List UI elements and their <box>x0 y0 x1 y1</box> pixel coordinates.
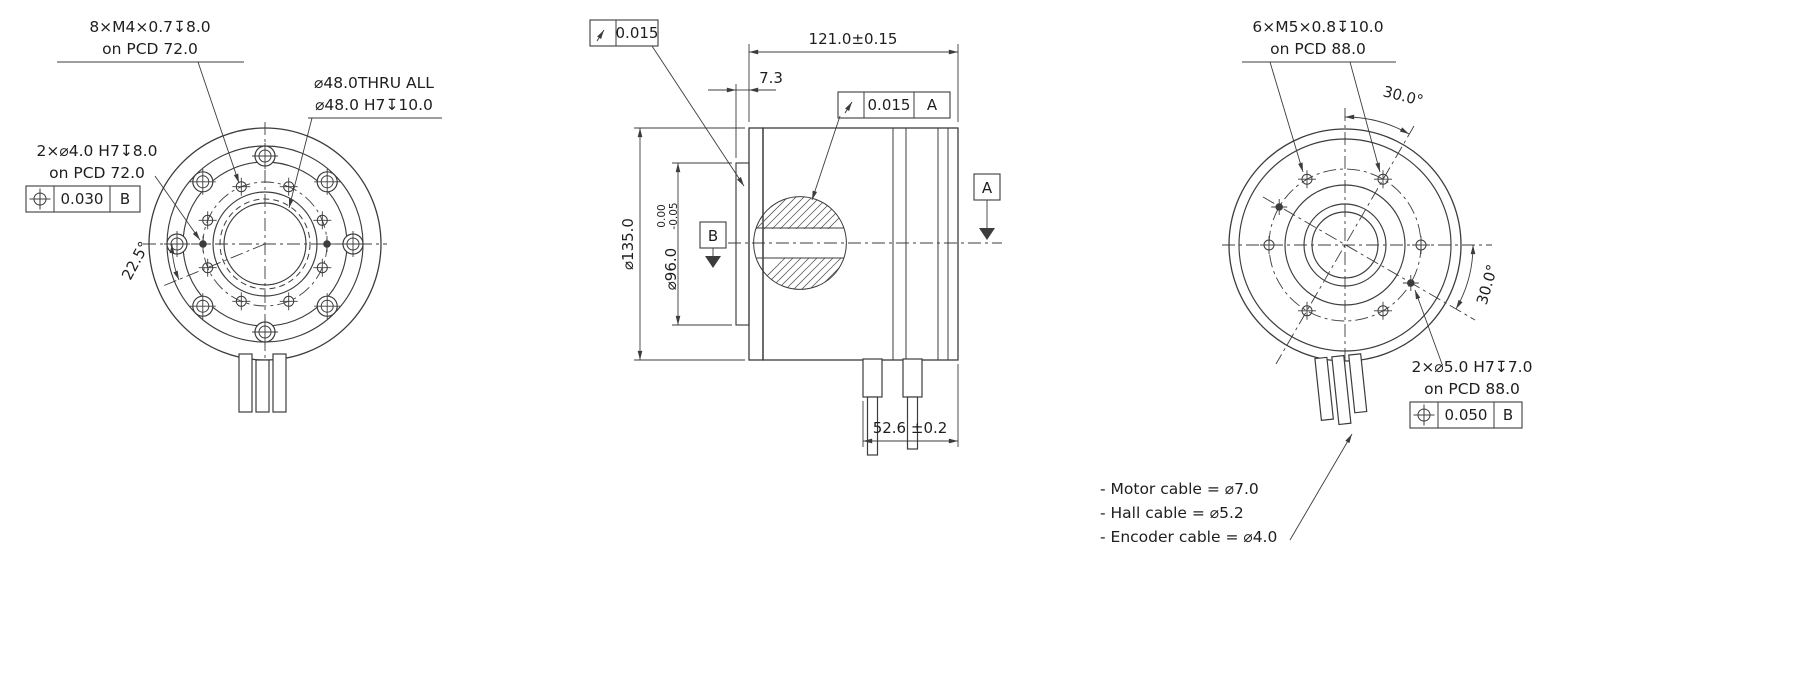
rear-thread-note-line1: 6×M5×0.8↧10.0 <box>1252 18 1383 36</box>
cable-note-motor: - Motor cable = ⌀7.0 <box>1100 480 1259 498</box>
rear-angle-right-text: 30.0° <box>1473 262 1502 306</box>
side-cable-offset-text: 52.6 ±0.2 <box>873 419 948 437</box>
side-flange <box>748 127 764 361</box>
cable <box>238 353 253 413</box>
side-pilot-tol-lower: -0.05 <box>668 202 680 229</box>
rear-angle-top-dim: 30.0° <box>1344 82 1425 135</box>
side-runout-tolerance-a: 0.015 <box>868 96 911 114</box>
rear-thread-note: 6×M5×0.8↧10.0 on PCD 88.0 <box>1242 18 1396 173</box>
cable <box>272 353 287 413</box>
side-flange-offset-dim: 7.3 <box>708 69 783 158</box>
rear-dowel-note: 2×⌀5.0 H7↧7.0 on PCD 88.0 <box>1412 289 1533 398</box>
side-pilot-tol-upper: 0.00 <box>656 204 668 227</box>
side-length-dim-text: 121.0±0.15 <box>809 30 898 48</box>
cable <box>1348 353 1368 414</box>
side-pilot-dim: ⌀96.0 0.00 -0.05 <box>656 162 732 326</box>
front-cables <box>238 353 287 413</box>
side-runout-datum-a: A <box>927 96 938 114</box>
side-cables <box>862 358 923 456</box>
datum-b-label: B <box>708 227 718 245</box>
datum-a: A <box>973 173 1001 240</box>
front-position-datum: B <box>120 190 130 208</box>
cable <box>866 396 879 456</box>
front-dowel-note: 2×⌀4.0 H7↧8.0 on PCD 72.0 <box>37 142 201 241</box>
front-view: 22.5° 8×M4×0.7↧8.0 on PCD 72.0 ⌀48.0THRU… <box>25 18 442 413</box>
front-thread-note-line1: 8×M4×0.7↧8.0 <box>89 18 210 36</box>
datum-b-triangle <box>705 256 721 268</box>
rear-thread-note-line2: on PCD 88.0 <box>1270 40 1366 58</box>
side-pilot-boss <box>735 162 750 326</box>
front-dowel-note-line2: on PCD 72.0 <box>49 164 145 182</box>
datum-a-triangle <box>979 228 995 240</box>
side-runout-tolerance: 0.015 <box>616 24 659 42</box>
side-runout-fcf-2: 0.015 A <box>811 91 951 201</box>
front-dowel-note-line1: 2×⌀4.0 H7↧8.0 <box>37 142 158 160</box>
side-od-dim-text: ⌀135.0 <box>619 218 637 270</box>
datum-a-label: A <box>982 179 993 197</box>
rear-position-datum: B <box>1503 406 1513 424</box>
rear-cables <box>1314 353 1368 426</box>
rear-angle-top-text: 30.0° <box>1381 82 1425 109</box>
front-angle-dim-text: 22.5° <box>118 238 153 283</box>
cable-connector <box>902 358 923 398</box>
cable-note-encoder: - Encoder cable = ⌀4.0 <box>1100 528 1277 546</box>
side-od-dim: ⌀135.0 <box>619 127 745 361</box>
front-bore-note: ⌀48.0THRU ALL ⌀48.0 H7↧10.0 <box>288 74 442 209</box>
cable-notes: - Motor cable = ⌀7.0 - Hall cable = ⌀5.2… <box>1100 433 1353 546</box>
side-runout-fcf-1: 0.015 <box>589 19 745 187</box>
rear-position-fcf: 0.050 B <box>1409 401 1523 429</box>
cable <box>906 396 919 450</box>
cable-connector <box>862 358 883 398</box>
front-thread-note: 8×M4×0.7↧8.0 on PCD 72.0 <box>57 18 244 184</box>
front-position-fcf: 0.030 B <box>25 185 141 213</box>
front-position-tolerance: 0.030 <box>61 190 104 208</box>
rear-angle-right-dim: 30.0° <box>1455 244 1502 310</box>
rear-position-tolerance: 0.050 <box>1445 406 1488 424</box>
side-pilot-dim-text: ⌀96.0 <box>662 248 680 290</box>
side-length-dim: 121.0±0.15 <box>748 30 959 122</box>
rear-dowel-note-line2: on PCD 88.0 <box>1424 380 1520 398</box>
datum-b: B <box>699 221 727 268</box>
rear-dowel-note-line1: 2×⌀5.0 H7↧7.0 <box>1412 358 1533 376</box>
circular-runout-icon <box>844 101 853 114</box>
rear-view: 30.0° 30.0° 6×M5×0.8↧10.0 on PCD 88.0 2×… <box>1100 18 1532 546</box>
cable <box>255 359 270 413</box>
cable <box>1331 354 1352 426</box>
front-bore-note-line1: ⌀48.0THRU ALL <box>314 74 434 92</box>
cable <box>1314 356 1335 421</box>
side-view: 121.0±0.15 7.3 0.015 <box>589 19 1002 456</box>
front-thread-note-line2: on PCD 72.0 <box>102 40 198 58</box>
cable-note-hall: - Hall cable = ⌀5.2 <box>1100 504 1244 522</box>
side-body <box>762 127 959 361</box>
circular-runout-icon <box>596 29 605 42</box>
side-cable-offset-dim: 52.6 ±0.2 <box>862 364 959 447</box>
side-flange-offset-text: 7.3 <box>759 69 783 87</box>
side-broken-out-section <box>753 196 847 290</box>
front-bore-note-line2: ⌀48.0 H7↧10.0 <box>315 96 433 114</box>
